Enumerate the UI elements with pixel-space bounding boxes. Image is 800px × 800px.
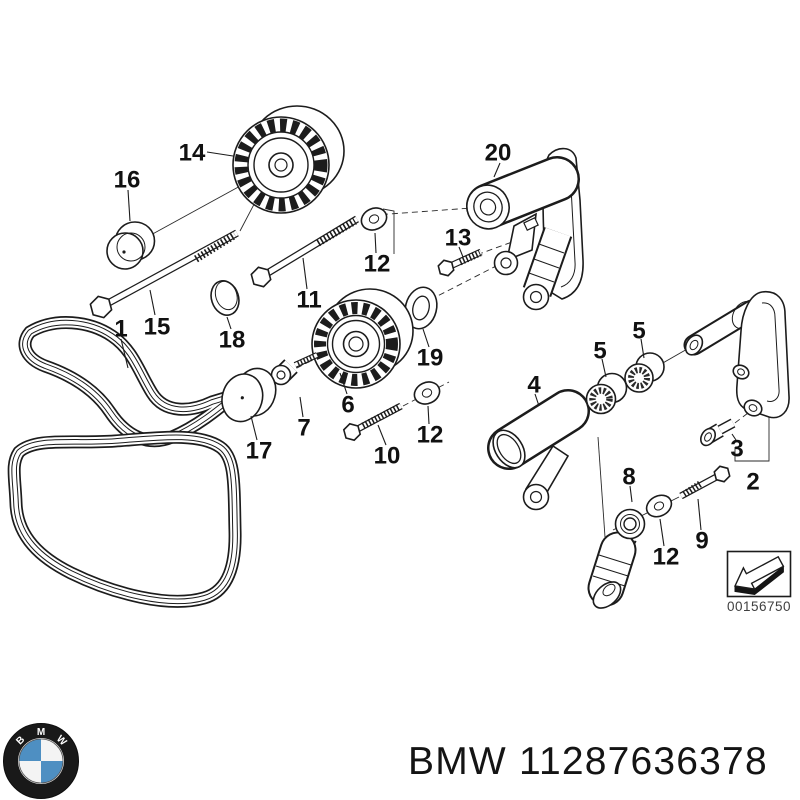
direction-arrow-icon-face xyxy=(733,555,785,591)
bolt-3 xyxy=(699,418,736,447)
part-callout-12: 12 xyxy=(364,251,391,278)
bmw-logo: B M W xyxy=(3,723,79,799)
callout-leader-17 xyxy=(250,415,258,441)
construction-line xyxy=(382,208,395,254)
callout-leader-15 xyxy=(149,289,156,316)
pivot-bracket-2 xyxy=(683,290,790,419)
callout-leader-5 xyxy=(601,358,607,378)
bolt-10 xyxy=(342,402,403,442)
construction-line xyxy=(597,436,606,538)
cap-18 xyxy=(210,280,240,316)
serpentine-belt xyxy=(7,316,242,608)
callout-leader-3 xyxy=(731,433,737,441)
callout-leader-12 xyxy=(374,232,377,254)
callout-leader-1 xyxy=(120,338,129,369)
washer-12-upper xyxy=(360,207,388,231)
part-callout-11: 11 xyxy=(296,287,321,314)
part-callout-8: 8 xyxy=(622,464,635,491)
part-callout-9: 9 xyxy=(695,528,708,555)
part-callout-1: 1 xyxy=(114,316,127,343)
tensioner-assembly-20 xyxy=(466,147,584,311)
construction-line xyxy=(251,263,501,392)
bmw-logo-letter-m: M xyxy=(37,727,45,738)
callout-leader-12 xyxy=(659,518,665,547)
callout-leader-6 xyxy=(339,372,348,395)
part-callout-10: 10 xyxy=(374,443,401,470)
bolt-7 xyxy=(270,352,319,386)
callout-leader-16 xyxy=(127,189,131,222)
part-callout-4: 4 xyxy=(527,372,541,399)
part-callout-17: 17 xyxy=(246,438,273,465)
part-callout-16: 16 xyxy=(114,167,141,194)
bolt-11 xyxy=(250,215,359,288)
callout-leader-12 xyxy=(427,405,430,425)
part-callout-12: 12 xyxy=(653,544,680,571)
callout-leader-14 xyxy=(206,151,234,157)
deflection-pulley-6 xyxy=(311,288,414,389)
part-callout-19: 19 xyxy=(417,345,444,372)
part-callout-5: 5 xyxy=(593,338,606,365)
part-callout-15: 15 xyxy=(144,314,171,341)
callout-leader-4 xyxy=(534,393,540,407)
callout-leader-5 xyxy=(640,338,645,359)
part-callout-6: 6 xyxy=(341,392,354,419)
part-callout-18: 18 xyxy=(219,327,246,354)
damper-8 xyxy=(587,508,646,609)
part-callout-14: 14 xyxy=(179,140,206,167)
bolt-13 xyxy=(437,248,483,277)
callout-leader-13 xyxy=(458,246,464,258)
ref-code: 00156750 xyxy=(727,599,791,614)
part-callout-12: 12 xyxy=(417,422,444,449)
needle-bearing-5-left xyxy=(585,372,628,415)
washer-12-middle xyxy=(413,381,441,405)
callout-leader-11 xyxy=(302,257,308,290)
callout-leader-10 xyxy=(377,424,387,446)
callout-leader-7 xyxy=(299,396,304,418)
callout-leader-8 xyxy=(629,485,633,503)
construction-line xyxy=(734,417,770,462)
callout-leader-9 xyxy=(697,498,702,531)
callout-leader-19 xyxy=(422,328,430,348)
washer-12-lower xyxy=(645,494,673,518)
footer: B M W BMW 11287636378 xyxy=(3,723,768,799)
bolt-15 xyxy=(89,229,239,319)
idler-pulley-14 xyxy=(232,105,345,214)
ring-19 xyxy=(404,286,438,330)
part-callout-5: 5 xyxy=(632,318,645,345)
part-callout-2: 2 xyxy=(746,469,759,496)
callout-leader-18 xyxy=(226,316,232,330)
part-callout-20: 20 xyxy=(485,140,512,167)
ref-box: 00156750 xyxy=(726,550,792,614)
needle-bearing-5-right xyxy=(624,352,665,393)
bolt-9 xyxy=(679,465,731,500)
callout-leader-20 xyxy=(493,162,501,178)
part-callout-3: 3 xyxy=(730,436,743,463)
cap-17 xyxy=(221,367,277,423)
part-number: BMW 11287636378 xyxy=(408,740,768,783)
part-callouts: 1 15 16 14 11 12 13 20 18 19 6 7 17 10 12 4 55 8 12 9 32 xyxy=(114,140,760,571)
tensioner-arm-4 xyxy=(487,389,590,511)
part-callout-7: 7 xyxy=(297,415,310,442)
cap-16 xyxy=(106,221,156,270)
part-callout-13: 13 xyxy=(445,225,472,252)
